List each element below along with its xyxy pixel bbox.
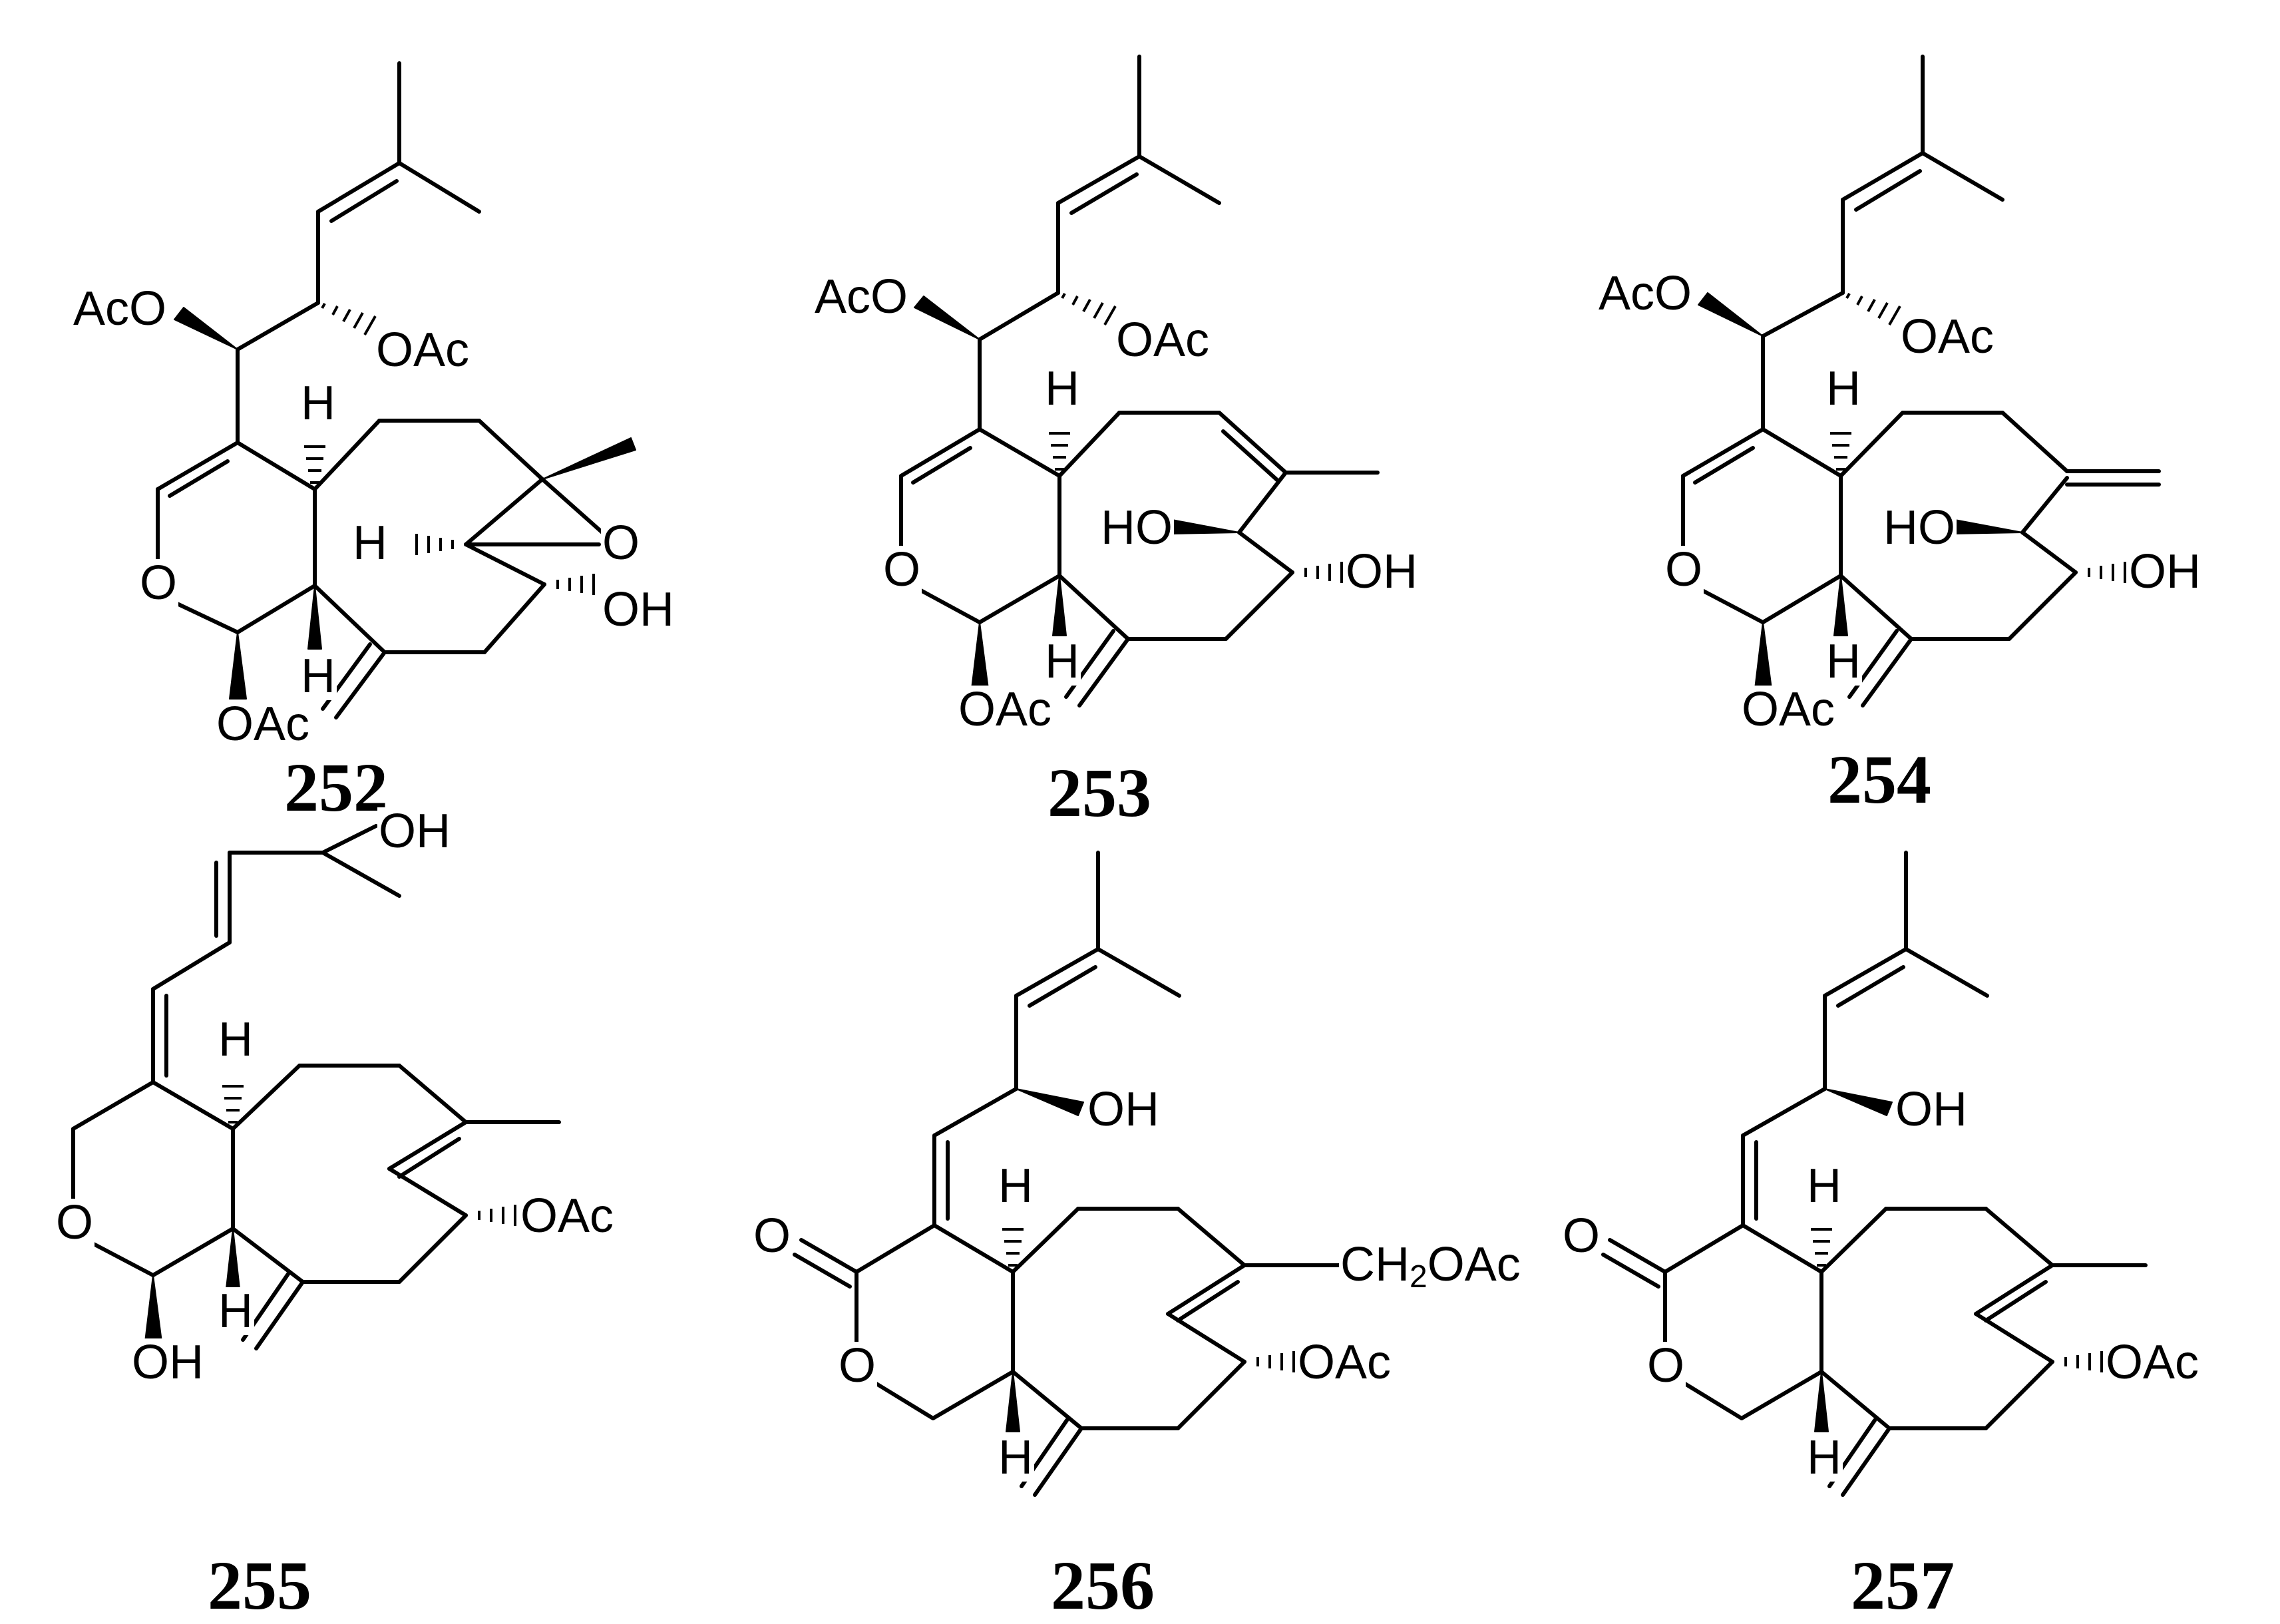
- compound-number: 256: [1051, 1547, 1155, 1624]
- label-h: H: [1805, 1431, 1843, 1484]
- label-oac: OAc: [215, 698, 311, 751]
- hashed-bond-oh: [556, 574, 595, 595]
- label-h: H: [1044, 635, 1081, 688]
- compound-number: 252: [284, 749, 388, 826]
- structure-253: [899, 55, 1380, 708]
- label-carbonyl-oxygen: O: [752, 1209, 793, 1263]
- hashed-bond-h-top: [1002, 1228, 1024, 1267]
- hashed-bond-h-top: [1811, 1228, 1832, 1267]
- label-oh: OH: [1344, 545, 1419, 598]
- label-aco: AcO: [813, 270, 910, 323]
- label-aco: AcO: [72, 282, 168, 335]
- label-ho: HO: [1882, 501, 1957, 554]
- label-oac: OAc: [1296, 1336, 1393, 1389]
- hashed-bond-h-epox: [415, 534, 454, 555]
- label-ring-oxygen: O: [1646, 1339, 1686, 1392]
- ch2-prefix: CH: [1340, 1238, 1410, 1291]
- label-oh: OH: [601, 583, 675, 636]
- compound-252: AcO OAc H O OAc H H O OH 252: [0, 0, 760, 823]
- label-h: H: [1044, 362, 1081, 415]
- hashed-bond-oh: [2088, 562, 2126, 583]
- hashed-bond-oh: [1304, 562, 1343, 583]
- hashed-bond-oac1: [1061, 293, 1117, 325]
- hashed-bond-h-top: [1049, 432, 1070, 471]
- label-h: H: [1825, 635, 1862, 688]
- hashed-bond-h-top: [304, 445, 325, 484]
- structure-252: [156, 61, 636, 719]
- label-ring-oxygen: O: [882, 543, 922, 596]
- label-oh: OH: [2128, 545, 2202, 598]
- label-h: H: [1805, 1159, 1843, 1213]
- structure-254: [1681, 55, 2161, 708]
- hashed-bond-oac1: [1845, 293, 1901, 325]
- label-oac: OAc: [2104, 1336, 2201, 1389]
- label-h: H: [1825, 362, 1862, 415]
- label-oac: OAc: [1740, 683, 1837, 736]
- label-oac: OAc: [1115, 313, 1211, 367]
- label-h: H: [299, 650, 337, 703]
- compound-254: AcO OAc H O OAc H HO OH 254: [1520, 0, 2280, 815]
- label-h: H: [217, 1285, 254, 1338]
- label-ring-oxygen: O: [1664, 543, 1704, 596]
- label-h: H: [299, 377, 337, 430]
- compound-256: OH H O O H CH2OAc OAc 256: [752, 809, 1522, 1624]
- structure-256: [793, 851, 1341, 1497]
- label-epoxide-oxygen: O: [601, 516, 642, 570]
- label-oac: OAc: [1899, 310, 1996, 363]
- label-oh: OH: [377, 805, 452, 858]
- label-aco: AcO: [1597, 267, 1694, 320]
- label-h: H: [351, 516, 389, 570]
- structure-255: [71, 824, 561, 1350]
- label-h: H: [997, 1159, 1034, 1213]
- label-ring-oxygen: O: [55, 1196, 95, 1249]
- hashed-bond-oac: [1256, 1351, 1295, 1372]
- hashed-bond-oac: [2064, 1351, 2103, 1372]
- label-h: H: [217, 1013, 254, 1066]
- compound-number: 257: [1851, 1547, 1955, 1624]
- compound-257: OH H O O H OAc 257: [1520, 809, 2280, 1624]
- structure-257: [1601, 851, 2148, 1497]
- hashed-bond-oac1: [321, 303, 377, 335]
- hashed-bond-h-top: [222, 1085, 244, 1123]
- label-ho: HO: [1099, 501, 1174, 554]
- compound-255: OH H O OH H OAc 255: [0, 805, 760, 1624]
- label-ring-oxygen: O: [138, 556, 179, 610]
- label-oh: OH: [130, 1336, 205, 1389]
- label-ch2oac: CH2OAc: [1339, 1241, 1522, 1293]
- hashed-bond-h-top: [1830, 432, 1851, 471]
- label-h: H: [997, 1431, 1034, 1484]
- hashed-bond-oac: [478, 1205, 516, 1226]
- label-carbonyl-oxygen: O: [1561, 1209, 1602, 1263]
- ch2-suffix: OAc: [1427, 1238, 1521, 1291]
- compound-253: AcO OAc H O OAc H HO OH 253: [760, 0, 1520, 828]
- label-oac: OAc: [957, 683, 1053, 736]
- label-oh: OH: [1894, 1083, 1969, 1136]
- compound-number: 255: [208, 1547, 311, 1624]
- label-oh: OH: [1086, 1083, 1161, 1136]
- label-oac: OAc: [375, 323, 471, 377]
- ch2-subscript: 2: [1410, 1259, 1427, 1295]
- label-oac: OAc: [519, 1189, 616, 1243]
- compound-number: 253: [1047, 755, 1151, 831]
- compound-number: 254: [1827, 741, 1931, 818]
- label-ring-oxygen: O: [837, 1339, 878, 1392]
